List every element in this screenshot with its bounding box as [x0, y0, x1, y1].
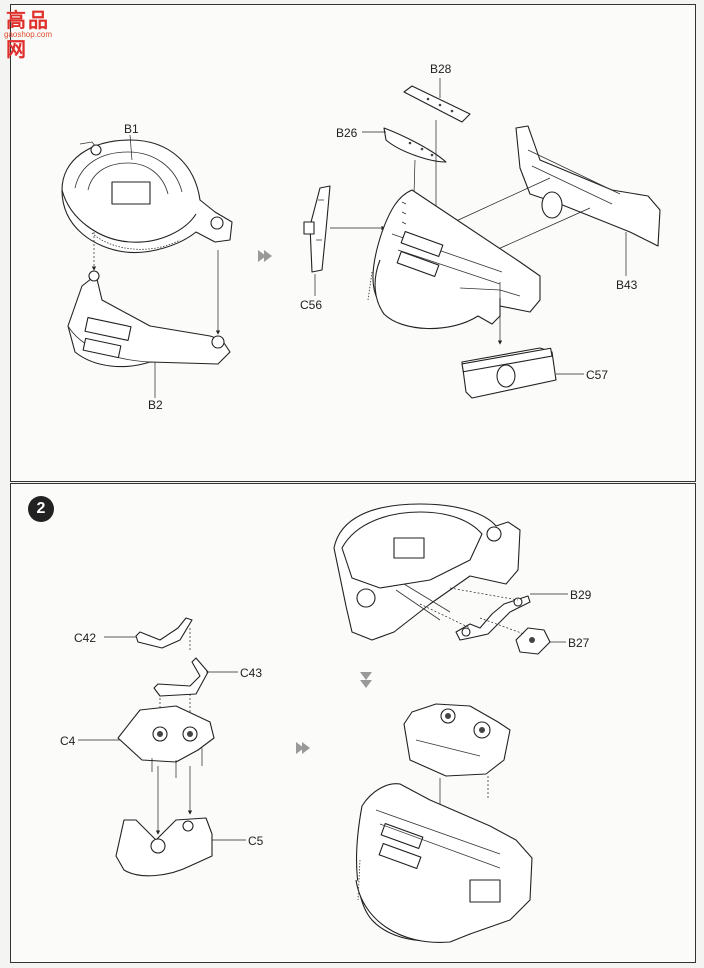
label-b29: B29: [570, 588, 592, 602]
watermark-text: 高品网: [6, 8, 50, 61]
part-c42: [135, 617, 193, 649]
part-main-assembly: [367, 189, 541, 330]
label-b43: B43: [616, 278, 638, 292]
label-c5: C5: [248, 834, 264, 848]
part-b43: [515, 125, 661, 247]
assembly-arrow-2: [360, 672, 372, 688]
part-b26: [383, 127, 447, 163]
part-b28: [403, 85, 471, 123]
label-c4: C4: [60, 734, 76, 748]
assembly-arrow-3: [296, 742, 310, 754]
label-b28: B28: [430, 62, 452, 76]
assembly-arrow-1: [258, 250, 272, 262]
part-turret-assembly: [333, 503, 521, 641]
label-b27: B27: [568, 636, 590, 650]
part-b1: [61, 139, 233, 254]
part-c5: [115, 817, 213, 877]
label-b1: B1: [124, 122, 139, 136]
part-b27: [515, 627, 551, 655]
label-c56: C56: [300, 298, 323, 312]
label-c57: C57: [586, 368, 609, 382]
label-c42: C42: [74, 631, 97, 645]
watermark-logo: 高品网 gaoshop.com: [2, 4, 70, 61]
label-c43: C43: [240, 666, 263, 680]
part-c56: [303, 185, 331, 273]
part-gun-mount-assembly: [403, 703, 511, 777]
part-turret-base: [355, 783, 533, 943]
step-2-badge: 2: [28, 496, 54, 522]
part-b2: [67, 270, 231, 368]
part-c43: [153, 657, 209, 697]
part-b29: [455, 595, 531, 641]
watermark-url: gaoshop.com: [4, 30, 53, 39]
label-b26: B26: [336, 126, 358, 140]
part-c57: [461, 347, 557, 399]
label-b2: B2: [148, 398, 163, 412]
part-c4: [117, 705, 215, 778]
